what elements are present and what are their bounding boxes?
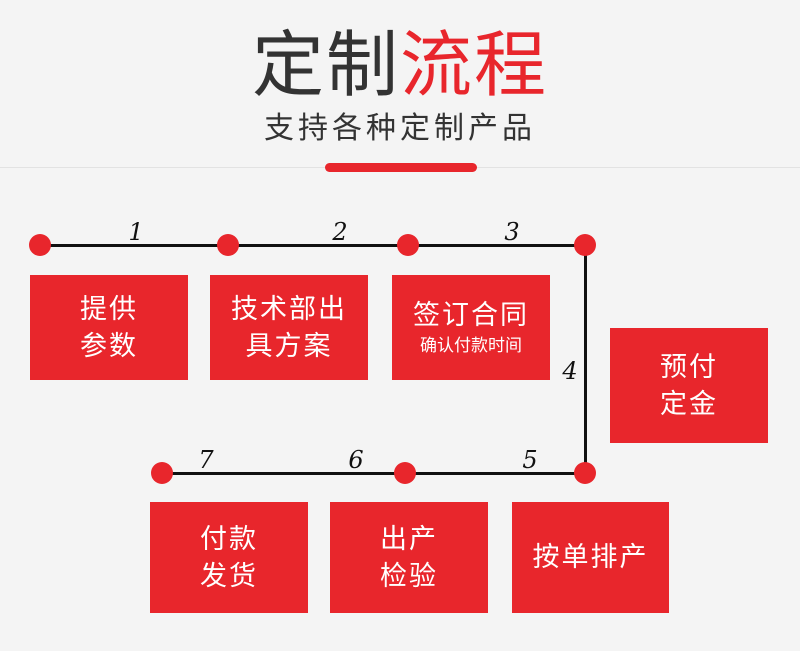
connector-bottom-horizontal	[162, 472, 586, 475]
step-number-6: 6	[348, 446, 364, 474]
flow-step-box-4-line1: 预付	[660, 351, 718, 383]
flow-step-box-4[interactable]: 预付 定金	[610, 328, 768, 443]
connector-top-horizontal	[40, 244, 586, 247]
flow-step-box-4-line2: 定金	[660, 388, 718, 420]
flow-step-box-5[interactable]: 按单排产	[512, 502, 669, 613]
flow-step-box-6-line1: 出产	[380, 523, 438, 555]
node-dot-step-2-3	[397, 234, 419, 256]
step-number-3: 3	[504, 218, 520, 246]
flow-step-box-2-line2: 具方案	[245, 330, 333, 362]
step-number-1: 1	[128, 218, 144, 246]
flow-step-box-6[interactable]: 出产 检验	[330, 502, 488, 613]
flow-step-box-5-line1: 按单排产	[532, 542, 649, 573]
page-subtitle: 支持各种定制产品	[264, 111, 536, 146]
flow-step-box-2-line1: 技术部出	[231, 293, 347, 325]
flow-step-box-1[interactable]: 提供 参数	[30, 275, 188, 380]
node-dot-corner-top	[574, 234, 596, 256]
step-number-5: 5	[522, 446, 538, 474]
node-dot-corner-bottom	[574, 462, 596, 484]
page-title-dark-part: 定制	[251, 23, 400, 107]
flow-step-box-2[interactable]: 技术部出 具方案	[210, 275, 368, 380]
flow-diagram: 1 2 3 4 5 6 7 提供 参数 技术部出 具方案 签订合同 确认付款时间…	[0, 170, 800, 651]
connector-right-vertical	[584, 244, 587, 473]
flow-step-box-3[interactable]: 签订合同 确认付款时间	[392, 275, 550, 380]
node-dot-step-5-6	[394, 462, 416, 484]
flow-step-box-6-line2: 检验	[380, 560, 438, 592]
node-dot-step-6-7	[151, 462, 173, 484]
node-dot-start	[29, 234, 51, 256]
step-number-7: 7	[198, 446, 214, 474]
node-dot-step-1-2	[217, 234, 239, 256]
flow-step-box-3-subtext: 确认付款时间	[420, 336, 522, 356]
step-number-2: 2	[332, 218, 348, 246]
header-accent-bar	[325, 163, 477, 172]
page-header: 定制流程 支持各种定制产品	[0, 0, 800, 172]
flow-step-box-7[interactable]: 付款 发货	[150, 502, 308, 613]
flow-step-box-7-line1: 付款	[200, 523, 258, 555]
flow-step-box-1-line1: 提供	[80, 293, 138, 325]
flow-step-box-1-line2: 参数	[80, 330, 138, 362]
flow-step-box-7-line2: 发货	[200, 560, 258, 592]
page-title-red-part: 流程	[400, 23, 549, 107]
step-number-4: 4	[562, 357, 578, 385]
page-title: 定制流程	[0, 26, 800, 104]
flow-step-box-3-line1: 签订合同	[413, 300, 529, 331]
